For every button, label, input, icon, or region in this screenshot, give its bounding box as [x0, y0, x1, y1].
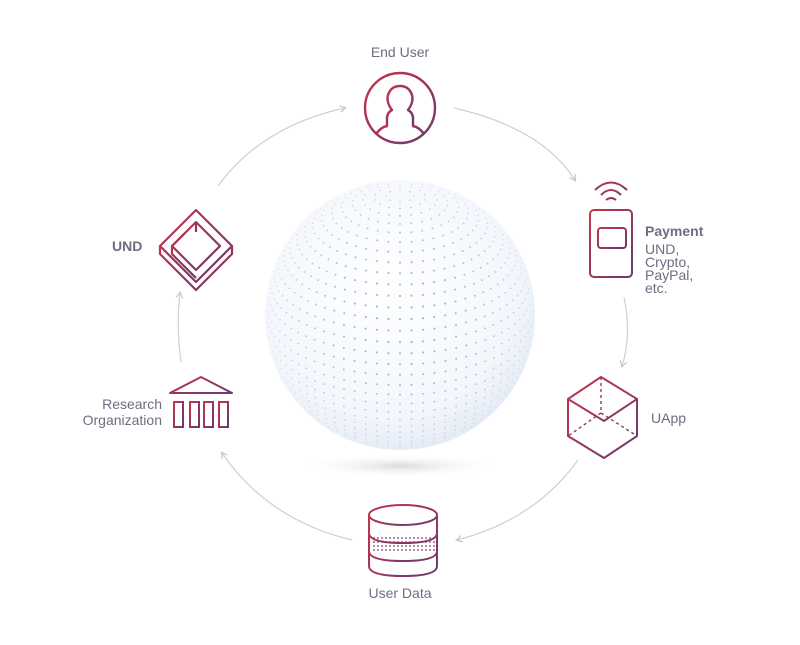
research-organization-label: Research Organization — [40, 396, 162, 428]
arrow-enduser-to-payment — [453, 107, 577, 182]
payment-method-crypto: Crypto, — [645, 254, 691, 270]
institution-icon — [168, 376, 234, 437]
research-label-line2: Organization — [82, 412, 162, 428]
database-icon — [368, 504, 438, 578]
end-user-label: End User — [370, 44, 430, 60]
globe-dots — [266, 181, 534, 449]
research-label-line1: Research — [102, 396, 162, 412]
payment-label: Payment — [645, 223, 704, 239]
uapp-label: UApp — [651, 410, 687, 426]
user-data-label: User Data — [368, 585, 432, 601]
globe-shadow — [296, 454, 504, 478]
globe — [265, 180, 535, 450]
arrow-userdata-to-research — [220, 451, 353, 541]
und-label: UND — [112, 238, 143, 254]
arrow-und-to-enduser — [217, 105, 347, 187]
payment-method-und: UND, — [645, 241, 680, 257]
arrow-payment-to-uapp — [619, 296, 629, 368]
mobile-payment-icon — [589, 181, 633, 278]
und-logo-icon — [158, 208, 234, 292]
user-icon — [363, 71, 437, 145]
payment-method-paypal: PayPal, — [645, 267, 694, 283]
cube-icon — [567, 376, 638, 459]
payment-method-etc: etc. — [645, 280, 668, 296]
cycle-arrows — [175, 105, 629, 543]
arrow-uapp-to-userdata — [455, 459, 579, 543]
payment-methods-text: UND, Crypto, PayPal, etc. — [645, 241, 715, 296]
arrow-research-to-und — [175, 290, 184, 363]
